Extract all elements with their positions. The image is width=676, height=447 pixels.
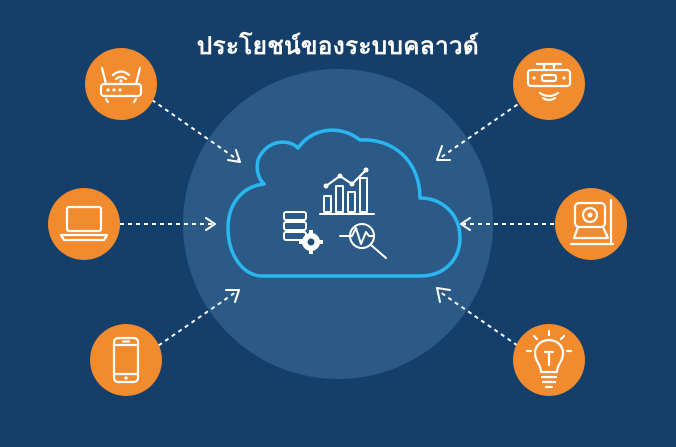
arrow-router-to-cloud: [151, 99, 241, 163]
arrow-camera-to-cloud: [460, 217, 554, 231]
node-smart-bulb: [513, 324, 585, 396]
router-icon: [99, 66, 143, 104]
bar-chart-icon: [319, 167, 375, 215]
arrow-speaker-to-cloud: [436, 99, 525, 161]
magnifier-pulse-icon: [339, 223, 387, 259]
arrow-laptop-to-cloud: [112, 217, 216, 231]
camera-icon: [569, 198, 615, 246]
lightbulb-icon: [525, 329, 573, 389]
phone-icon: [112, 336, 140, 384]
node-smart-speaker: [513, 48, 585, 120]
database-gear-icon: [283, 211, 323, 254]
node-security-camera: [555, 188, 627, 260]
node-wifi-router: [85, 48, 157, 120]
node-smartphone: [90, 324, 162, 396]
arrow-bulb-to-cloud: [436, 287, 525, 351]
cloud-halo: [183, 69, 493, 379]
node-laptop: [48, 188, 120, 260]
cloud-icon: [226, 128, 462, 278]
speaker-icon: [526, 62, 572, 102]
page-title: ประโยชน์ของระบบคลาวด์: [196, 32, 480, 60]
laptop-icon: [59, 205, 109, 242]
arrow-phone-to-cloud: [151, 289, 240, 351]
